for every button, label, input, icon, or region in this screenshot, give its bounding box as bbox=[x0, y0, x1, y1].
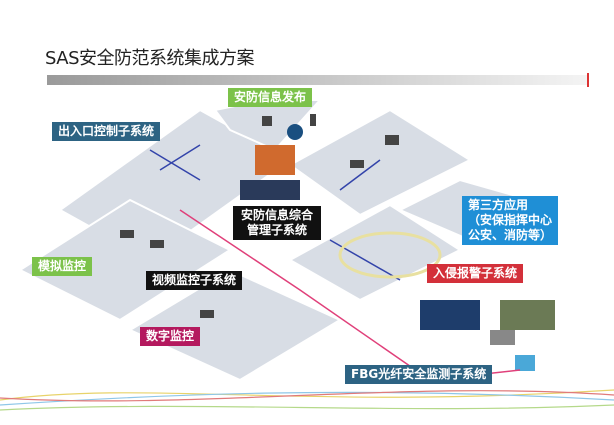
building-sensor-icon bbox=[420, 300, 480, 330]
parking-platform bbox=[288, 108, 473, 217]
title-divider-accent bbox=[587, 73, 589, 87]
console-icon bbox=[240, 180, 300, 200]
decorative-waves bbox=[0, 389, 614, 411]
phone-icon bbox=[310, 114, 316, 126]
dvr-icon bbox=[120, 230, 134, 238]
controller-icon bbox=[350, 160, 364, 168]
devices bbox=[120, 114, 555, 371]
camera-icon bbox=[262, 116, 272, 126]
computer-icon bbox=[515, 355, 535, 371]
digital-platform bbox=[127, 268, 343, 382]
label-digital: 数字监控 bbox=[140, 327, 201, 346]
platforms bbox=[17, 99, 533, 382]
third-party-title: 第三方应用 bbox=[468, 198, 529, 212]
dvr-icon bbox=[150, 240, 164, 248]
label-analog: 模拟监控 bbox=[32, 257, 93, 276]
switch-icon bbox=[200, 310, 214, 318]
video-wall-icon bbox=[255, 145, 295, 175]
third-party-line2: 公安、消防等） bbox=[468, 228, 553, 242]
demodulator-icon bbox=[490, 330, 515, 345]
server-icon bbox=[385, 135, 399, 145]
label-info-publish: 安防信息发布 bbox=[228, 88, 313, 107]
label-video: 视频监控子系统 bbox=[146, 271, 243, 290]
label-intrusion: 入侵报警子系统 bbox=[427, 264, 524, 283]
label-management: 安防信息综合管理子系统 bbox=[233, 206, 321, 240]
intrusion-platform bbox=[287, 203, 463, 302]
label-access-control: 出入口控制子系统 bbox=[52, 122, 161, 141]
perimeter-fence bbox=[338, 231, 442, 279]
analog-platform bbox=[17, 198, 233, 322]
label-fbg: FBG光纤安全监测子系统 bbox=[345, 365, 493, 384]
third-party-line1: （安保指挥中心 bbox=[468, 213, 553, 227]
globe-icon bbox=[287, 124, 303, 140]
title-divider bbox=[47, 75, 588, 85]
stadium-image bbox=[500, 300, 555, 330]
label-third-party: 第三方应用 （安保指挥中心 公安、消防等） bbox=[462, 196, 559, 245]
page-title: SAS安全防范系统集成方案 bbox=[45, 48, 255, 69]
